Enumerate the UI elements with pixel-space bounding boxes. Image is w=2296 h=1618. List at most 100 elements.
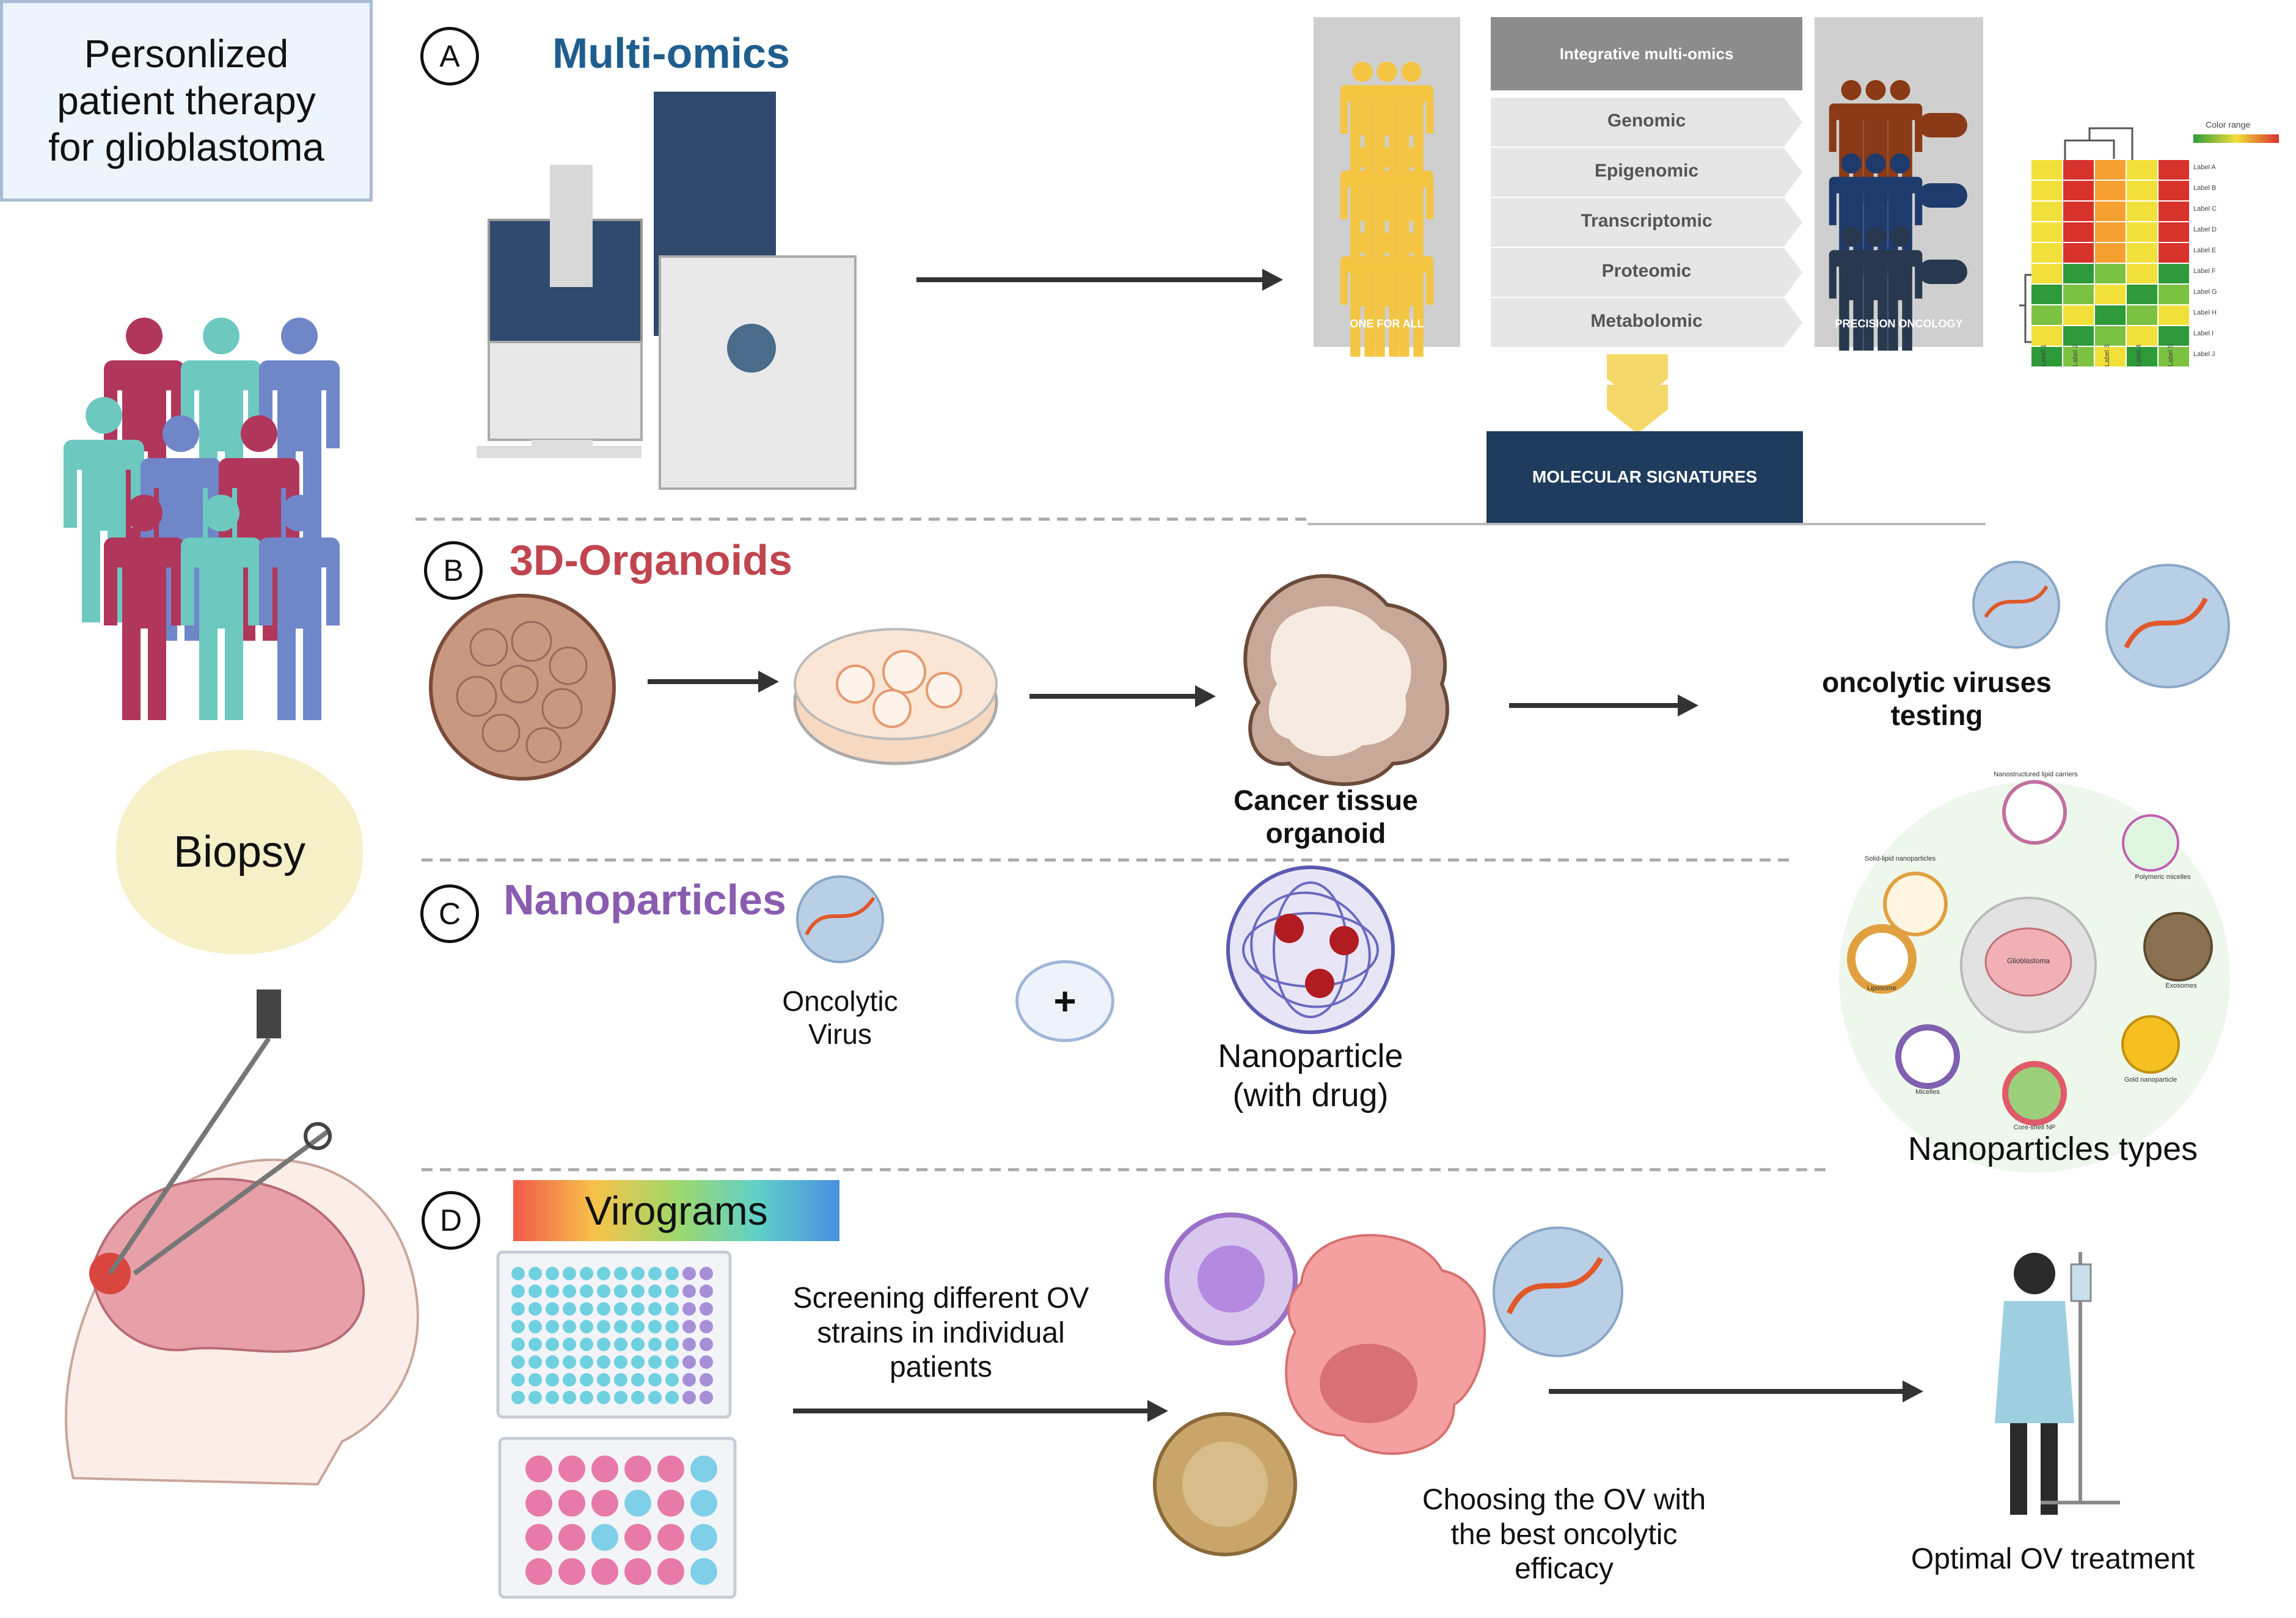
plate-well (631, 1373, 645, 1387)
heatmap-cell (2127, 222, 2157, 242)
plate-well (528, 1355, 542, 1369)
plate-well (528, 1320, 542, 1333)
plate-well (690, 1524, 717, 1551)
heatmap-row-label: Label I (2193, 330, 2214, 337)
plate-well (665, 1320, 679, 1333)
plate-well (511, 1302, 525, 1316)
plate-well (648, 1338, 662, 1351)
heatmap-cell (2063, 326, 2094, 346)
nanoparticles-types-label: Nanoparticles types (1907, 1131, 2198, 1167)
plate-well (580, 1391, 593, 1404)
heatmap-cell (2159, 326, 2189, 346)
plate-well (591, 1524, 618, 1551)
heatmap-cell (2031, 264, 2062, 283)
heatmap-cell (2127, 305, 2157, 325)
section-d-letter: D (422, 1191, 480, 1250)
plate-well (624, 1524, 651, 1551)
plate-well (631, 1391, 645, 1404)
plate-well (591, 1456, 618, 1482)
omics-layer-proteomic: Proteomic (1601, 261, 1692, 281)
plate-well (700, 1267, 713, 1280)
plate-well (511, 1355, 525, 1369)
section-b-letter: B (424, 541, 483, 600)
plate-well (648, 1267, 662, 1280)
plate-well (614, 1355, 627, 1369)
heatmap-cell (2159, 305, 2189, 325)
plate-well (700, 1391, 713, 1404)
plate-well (700, 1285, 713, 1298)
plate-well (665, 1285, 679, 1298)
plate-well (558, 1524, 585, 1551)
plate-well (624, 1558, 651, 1585)
plate-well (690, 1558, 717, 1585)
heatmap-row-label: Label D (2193, 226, 2217, 233)
heatmap-cell (2095, 305, 2126, 325)
omics-layer-transcriptomic: Transcriptomic (1581, 211, 1713, 231)
heatmap-cell (2159, 285, 2189, 304)
heatmap-cell (2031, 181, 2062, 200)
plate-well (657, 1456, 684, 1482)
molecular-signatures: MOLECULAR SIGNATURES (1486, 431, 1803, 523)
np-type-core-shell: Core-shell NP (2013, 1124, 2056, 1131)
heatmap-cell (2031, 326, 2062, 346)
plate-well (511, 1267, 525, 1280)
plate-well (558, 1456, 585, 1482)
plate-well (657, 1490, 684, 1517)
heatmap-cell (2127, 347, 2157, 366)
plate-well (511, 1373, 525, 1387)
plate-well (648, 1373, 662, 1387)
plate-well (700, 1302, 713, 1316)
plate-well (546, 1285, 559, 1298)
heatmap-cell (2095, 202, 2126, 221)
heatmap-cell (2031, 160, 2062, 180)
heatmap-cell (2095, 222, 2126, 242)
plate-well (546, 1338, 559, 1351)
heatmap-row-label: Label J (2193, 351, 2215, 358)
plate-well (525, 1456, 552, 1482)
heatmap-row-label: Label H (2193, 309, 2217, 316)
plus-button: + (1015, 960, 1114, 1042)
plate-well (648, 1285, 662, 1298)
heatmap-cell (2159, 347, 2189, 366)
plate-well (682, 1285, 696, 1298)
screening-label: Screening different OV strains in indivi… (792, 1282, 1089, 1384)
plate-well (528, 1285, 542, 1298)
plate-well (682, 1267, 696, 1280)
plate-well (563, 1267, 576, 1280)
section-a-letter: A (420, 27, 479, 86)
np-type-micelles: Micelles (1915, 1088, 1940, 1096)
plate-well (597, 1338, 610, 1351)
plate-well (682, 1320, 696, 1333)
plate-well (580, 1355, 593, 1369)
plate-well (614, 1373, 627, 1387)
plate-well (614, 1302, 627, 1316)
plate-well (682, 1373, 696, 1387)
plate-well (525, 1524, 552, 1551)
plate-well (528, 1267, 542, 1280)
biopsy-label: Biopsy (116, 750, 363, 954)
heatmap-cell (2127, 160, 2157, 180)
heatmap-cell (2031, 202, 2062, 221)
plate-well (546, 1373, 559, 1387)
heatmap-cell (2159, 202, 2189, 221)
section-b-title: 3D-Organoids (510, 536, 792, 584)
plate-well (546, 1391, 559, 1404)
section-a-title: Multi-omics (552, 29, 790, 77)
heatmap-row-label: Label E (2193, 247, 2217, 254)
heatmap-cell (2095, 243, 2126, 263)
plate-well (591, 1490, 618, 1517)
plate-well (563, 1285, 576, 1298)
np-type-exosomes: Exosomes (2165, 982, 2197, 989)
heatmap-cell (2127, 243, 2157, 263)
plate-well (665, 1267, 679, 1280)
plate-well (648, 1320, 662, 1333)
plate-well (665, 1338, 679, 1351)
plate-well (558, 1490, 585, 1517)
plate-well (580, 1285, 593, 1298)
figure-title: Personlized patient therapy for glioblas… (0, 0, 373, 202)
